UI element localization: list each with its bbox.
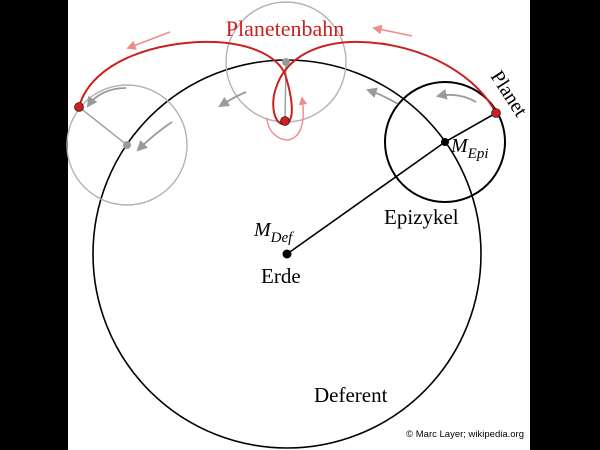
epizykel-label: Epizykel bbox=[384, 205, 459, 229]
epicycle-center-point bbox=[441, 138, 449, 146]
orbit-arrow-right bbox=[372, 24, 413, 37]
earth-center-point bbox=[282, 249, 292, 259]
planetenbahn-label: Planetenbahn bbox=[226, 16, 345, 41]
planet-point-left bbox=[74, 102, 84, 112]
m-epi-subscript: Epi bbox=[467, 146, 489, 162]
orbit-arrow-left bbox=[126, 31, 171, 50]
epicycle-left-faded bbox=[66, 84, 188, 206]
epicycle-radius-line bbox=[444, 112, 497, 143]
m-epi-label: MEpi bbox=[450, 135, 489, 162]
deferent-label: Deferent bbox=[314, 383, 388, 407]
epicycle-left-center bbox=[123, 141, 131, 149]
epicycle-circle bbox=[384, 81, 506, 203]
epicycle-rotation-arrow-left bbox=[86, 87, 127, 108]
m-def-label: MDef bbox=[253, 219, 294, 246]
planet-point-current bbox=[491, 108, 501, 118]
planet-point-top bbox=[280, 116, 290, 126]
deferent-rotation-arrow-right bbox=[365, 87, 399, 105]
m-def-subscript: Def bbox=[270, 230, 294, 246]
m-epi-main: M bbox=[450, 135, 469, 157]
epicycle-top-center bbox=[282, 58, 290, 66]
erde-label: Erde bbox=[261, 264, 301, 288]
diagram-panel bbox=[68, 0, 530, 450]
retrograde-loop-arc bbox=[266, 96, 308, 141]
credit-label: © Marc Layer; wikipedia.org bbox=[406, 429, 524, 440]
deferent-rotation-arrow-left bbox=[136, 121, 173, 152]
deferent-radius-line bbox=[286, 141, 446, 255]
epicycle-top-radius bbox=[284, 61, 287, 121]
deferent-rotation-arrow-top bbox=[218, 91, 247, 108]
epicycle-rotation-arrow-right bbox=[435, 88, 477, 103]
m-def-main: M bbox=[253, 219, 272, 241]
epicycle-left-radius bbox=[78, 106, 128, 146]
